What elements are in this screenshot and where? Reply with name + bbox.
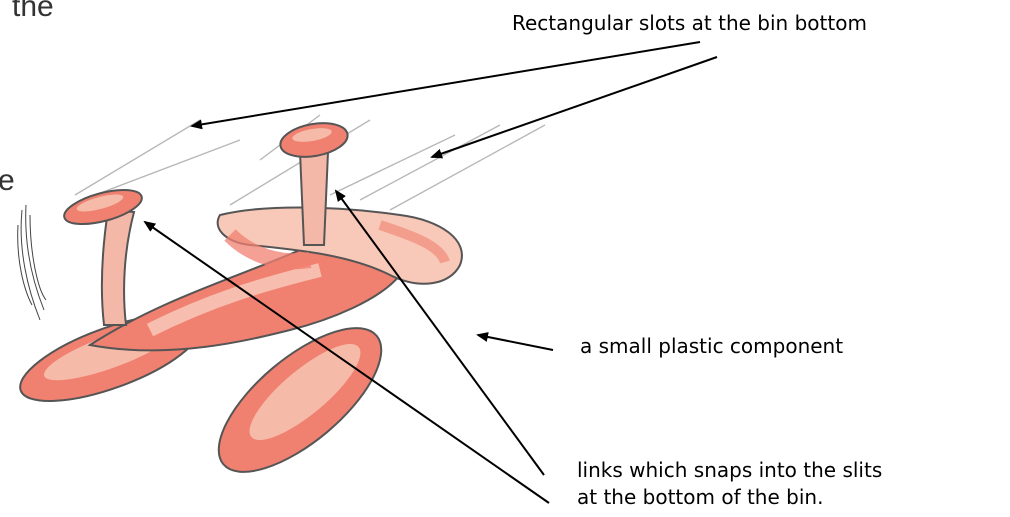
component-arrow xyxy=(478,335,553,350)
plastic-component-sketch xyxy=(10,118,461,496)
slots-arrow-left xyxy=(192,42,700,126)
label-links-line1: links which snaps into the slits xyxy=(577,457,882,483)
cropped-text-side: e xyxy=(0,164,15,198)
hair-strokes xyxy=(18,205,46,320)
slots-arrow-right xyxy=(432,57,717,157)
label-rectangular-slots: Rectangular slots at the bin bottom xyxy=(512,10,867,36)
label-links-line2: at the bottom of the bin. xyxy=(577,484,823,510)
cropped-text-top: the xyxy=(12,0,54,24)
label-plastic-component: a small plastic component xyxy=(580,333,843,359)
